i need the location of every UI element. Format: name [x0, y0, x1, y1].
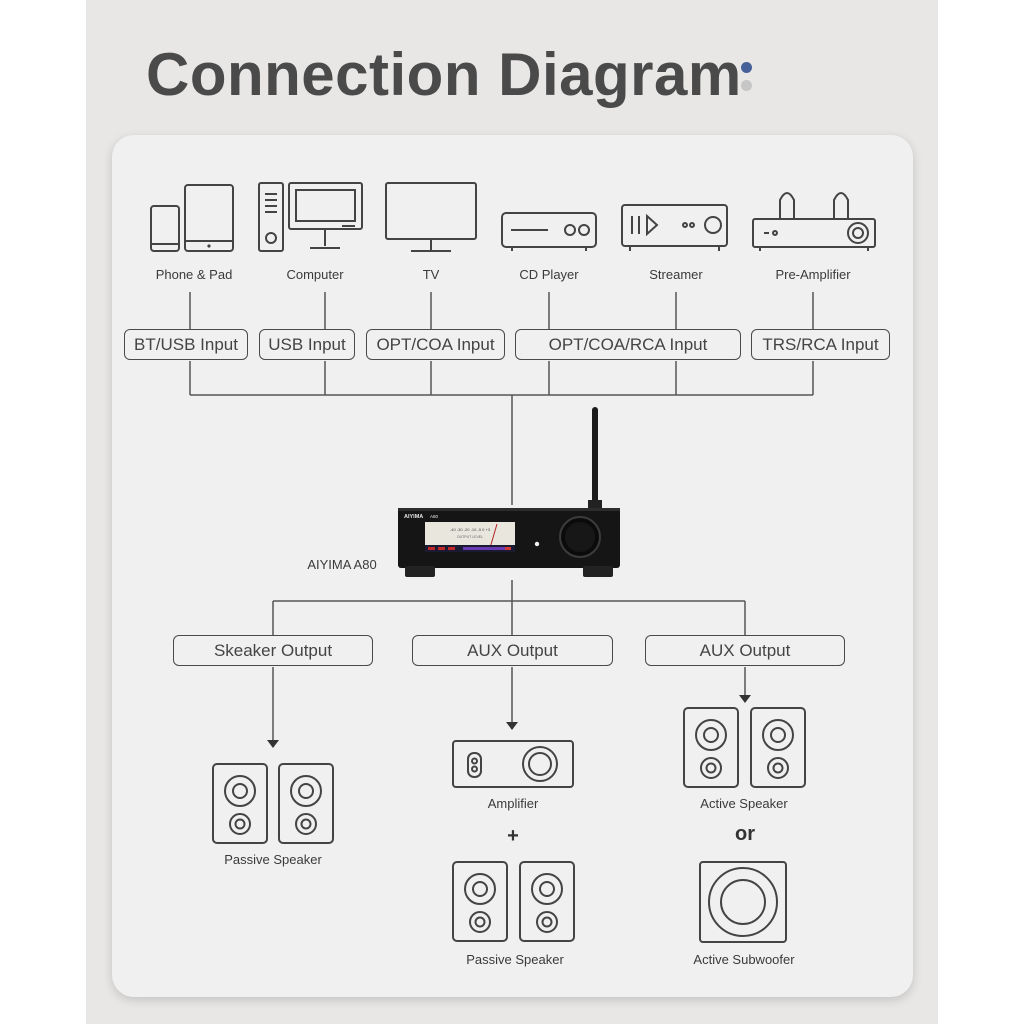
title-dot-grey — [741, 80, 752, 91]
amplifier-device-image: AIYIMA A80 -40 -30 -20 -10 -5 0 +3 OUTPU… — [398, 407, 620, 577]
computer-icon — [258, 182, 363, 252]
amplifier-icon — [452, 740, 574, 788]
input-box-usb: USB Input — [259, 329, 355, 360]
source-label-tv: TV — [422, 267, 440, 282]
arrow-icon — [267, 740, 279, 748]
input-box-bt-usb: BT/USB Input — [124, 329, 248, 360]
output-lines — [272, 580, 746, 740]
phone-pad-icon — [150, 184, 234, 252]
input-box-opt-coa: OPT/COA Input — [366, 329, 505, 360]
active-speaker-label: Active Speaker — [700, 796, 788, 811]
page-title: Connection Diagram — [146, 41, 742, 108]
pre-amplifier-icon — [752, 192, 876, 251]
device-model-text: A80 — [430, 514, 439, 519]
source-label-cd-player: CD Player — [519, 267, 579, 282]
active-subwoofer-icon — [699, 861, 787, 943]
plus-sign: + — [507, 825, 519, 847]
amplifier-label: Amplifier — [487, 796, 539, 811]
source-label-pre-amplifier: Pre-Amplifier — [775, 267, 851, 282]
input-box-trs-rca: TRS/RCA Input — [751, 329, 890, 360]
active-subwoofer-label: Active Subwoofer — [693, 952, 795, 967]
passive-speaker-center-label: Passive Speaker — [466, 952, 564, 967]
source-label-phone-pad: Phone & Pad — [155, 267, 233, 282]
input-lines — [189, 292, 814, 505]
cd-player-icon — [501, 212, 597, 251]
source-label-streamer: Streamer — [649, 267, 703, 282]
active-speaker-icon — [683, 707, 806, 788]
input-box-opt-coa-rca: OPT/COA/RCA Input — [515, 329, 741, 360]
title-dot-blue — [741, 62, 752, 73]
passive-speaker-left-label: Passive Speaker — [224, 852, 322, 867]
arrow-icon — [506, 722, 518, 730]
passive-speaker-left-icon — [212, 763, 334, 844]
arrow-icon — [739, 695, 751, 703]
meter-scale-text: -40 -30 -20 -10 -5 0 +3 — [450, 527, 491, 532]
output-box-speaker: Skeaker Output — [173, 635, 373, 666]
output-box-aux-center: AUX Output — [412, 635, 613, 666]
device-brand-text: AIYIMA — [404, 514, 423, 520]
meter-caption-text: OUTPUT LEVEL — [457, 535, 483, 539]
or-text: or — [735, 823, 755, 845]
streamer-icon — [621, 204, 728, 251]
output-box-aux-right: AUX Output — [645, 635, 845, 666]
source-label-computer: Computer — [286, 267, 344, 282]
passive-speaker-center-icon — [452, 861, 575, 942]
tv-icon — [385, 182, 477, 252]
device-name-label: AIYIMA A80 — [307, 557, 377, 572]
